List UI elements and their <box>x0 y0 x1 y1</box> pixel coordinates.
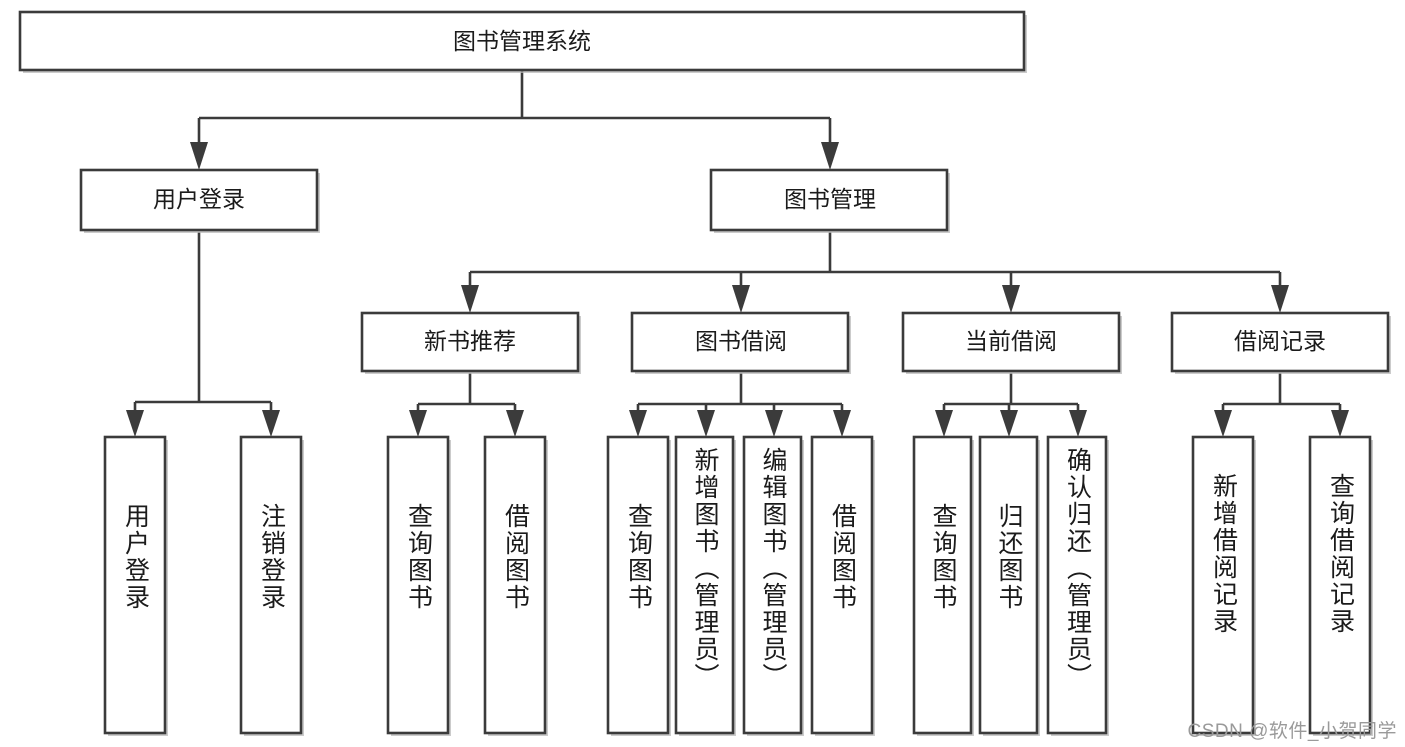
arrowhead-current-borrow <box>1002 285 1020 313</box>
connector-layer <box>126 70 1349 437</box>
arrowhead-user-login <box>190 142 208 170</box>
arrowhead-leaf-8 <box>833 410 851 437</box>
node-borrow-record-label: 借阅记录 <box>1234 328 1326 354</box>
arrowhead-leaf-12 <box>1214 410 1232 437</box>
arrowhead-leaf-11 <box>1069 410 1087 437</box>
node-leaf-12-box[interactable] <box>1191 435 1255 735</box>
arrowhead-leaf-7 <box>765 410 783 437</box>
node-borrow-record-box[interactable] <box>1170 311 1390 373</box>
arrowhead-leaf-6 <box>697 410 715 437</box>
node-leaf-10-box[interactable] <box>978 435 1039 735</box>
node-new-book-recommend-label: 新书推荐 <box>424 328 516 354</box>
arrowhead-leaf-13 <box>1331 410 1349 437</box>
node-leaf-9-box[interactable] <box>912 435 973 735</box>
node-leaf-13-box[interactable] <box>1308 435 1372 735</box>
node-book-borrow-label: 图书借阅 <box>695 328 787 354</box>
arrowhead-leaf-2 <box>262 410 280 437</box>
node-leaf-3-box[interactable] <box>386 435 450 735</box>
arrowhead-book-management <box>821 142 839 170</box>
arrowhead-new-book-recommend <box>461 285 479 313</box>
node-book-management-box[interactable] <box>709 168 949 232</box>
node-new-book-recommend-box[interactable] <box>360 311 580 373</box>
arrowhead-leaf-3 <box>409 410 427 437</box>
node-current-borrow-box[interactable] <box>901 311 1121 373</box>
node-leaf-6-box[interactable] <box>674 435 735 735</box>
arrowhead-leaf-1 <box>126 410 144 437</box>
csdn-watermark: CSDN @软件_小贺同学 <box>1187 721 1397 742</box>
node-current-borrow-label: 当前借阅 <box>965 328 1057 354</box>
node-root-box[interactable] <box>18 10 1026 72</box>
arrowhead-leaf-4 <box>506 410 524 437</box>
node-leaf-11-box[interactable] <box>1046 435 1108 735</box>
node-book-management-label: 图书管理 <box>784 186 876 212</box>
arrowhead-book-borrow <box>732 285 750 313</box>
node-leaf-8-box[interactable] <box>810 435 874 735</box>
arrowhead-borrow-record <box>1271 285 1289 313</box>
node-leaf-2-box[interactable] <box>239 435 303 735</box>
node-leaf-7-box[interactable] <box>742 435 803 735</box>
arrowhead-leaf-9 <box>935 410 953 437</box>
arrowhead-leaf-5 <box>629 410 647 437</box>
node-user-login-label: 用户登录 <box>153 186 245 212</box>
node-leaf-4-box[interactable] <box>483 435 547 735</box>
node-book-borrow-box[interactable] <box>630 311 850 373</box>
node-leaf-1-box[interactable] <box>103 435 167 735</box>
node-root-label: 图书管理系统 <box>453 28 591 54</box>
node-leaf-5-box[interactable] <box>606 435 670 735</box>
node-user-login-box[interactable] <box>79 168 319 232</box>
node-layer <box>18 10 1391 736</box>
arrowhead-leaf-10 <box>1000 410 1018 437</box>
horizontal-label-layer: 图书管理系统 用户登录 图书管理 新书推荐 图书借阅 当前借阅 借阅记录 <box>153 28 1326 354</box>
